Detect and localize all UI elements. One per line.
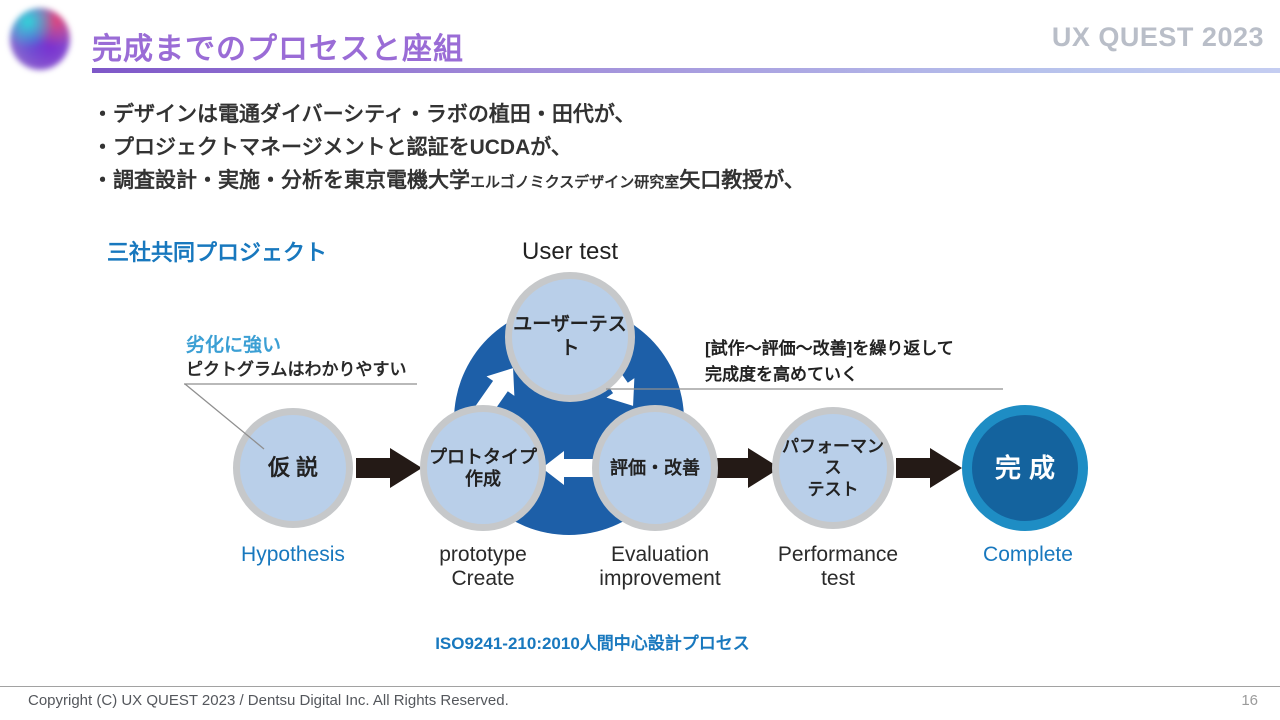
page-title: 完成までのプロセスと座組: [92, 33, 464, 66]
footer-divider: [0, 686, 1280, 687]
brand-logo-icon: [10, 8, 70, 70]
en-label-prototype: prototype Create: [439, 543, 527, 591]
bullet-line: ・デザインは電通ダイバーシティ・ラボの植田・田代が、: [92, 103, 636, 126]
node-complete: 完成: [962, 405, 1088, 531]
pictogram-note: 劣化に強い ピクトグラムはわかりやすい: [186, 334, 407, 381]
iso-caption: ISO9241-210:2010人間中心設計プロセス: [435, 634, 750, 653]
bullet-text-small: エルゴノミクスデザイン研究室: [470, 174, 680, 191]
iteration-note: [試作〜評価〜改善]を繰り返して 完成度を高めていく: [705, 339, 954, 384]
brand-name: UX QUEST 2023: [1051, 22, 1264, 52]
node-evaluation: 評価・改善: [592, 405, 718, 531]
en-label-hypothesis: Hypothesis: [241, 543, 345, 566]
en-label-evaluation: Evaluation improvement: [599, 543, 721, 591]
bullet-text: ・調査設計・実施・分析を東京電機大学: [92, 169, 470, 192]
copyright-text: Copyright (C) UX QUEST 2023 / Dentsu Dig…: [28, 692, 509, 709]
flow-arrow-icon: [356, 448, 422, 488]
flow-arrow-icon: [896, 448, 962, 488]
node-performance-test: パフォーマンス テスト: [772, 407, 894, 529]
user-test-en-label: User test: [521, 238, 619, 265]
title-divider: [92, 68, 1280, 73]
bullet-text: 矢口教授が、: [679, 169, 805, 192]
intro-bullets: ・デザインは電通ダイバーシティ・ラボの植田・田代が、 ・プロジェクトマネージメン…: [92, 98, 805, 199]
en-label-complete: Complete: [983, 543, 1073, 566]
flow-arrow-icon: [714, 448, 780, 488]
node-hypothesis: 仮説: [233, 408, 353, 528]
node-prototype: プロトタイプ 作成: [420, 405, 546, 531]
bullet-line: ・調査設計・実施・分析を東京電機大学エルゴノミクスデザイン研究室矢口教授が、: [92, 164, 805, 199]
pictogram-note-headline: 劣化に強い: [186, 335, 282, 356]
bullet-line: ・プロジェクトマネージメントと認証をUCDAが、: [92, 136, 572, 159]
project-label: 三社共同プロジェクト: [107, 240, 328, 265]
node-user-test: ユーザーテスト: [505, 272, 635, 402]
pictogram-note-body: ピクトグラムはわかりやすい: [186, 359, 407, 379]
page-number: 16: [1241, 692, 1258, 709]
en-label-performance: Performance test: [777, 543, 899, 591]
